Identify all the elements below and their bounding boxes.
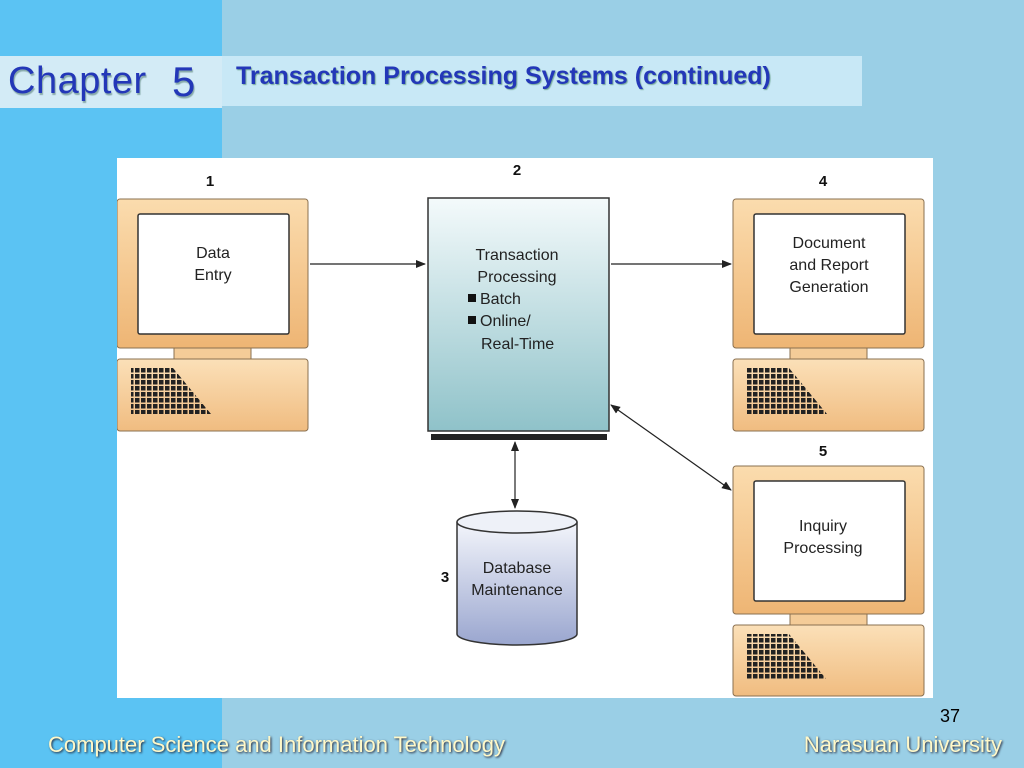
node-2-bullet-1: Batch — [480, 291, 521, 308]
process-box — [427, 197, 610, 432]
bullet-icon — [468, 316, 476, 324]
tps-diagram: 1 Data Entry 2 Transaction Processing Ba… — [116, 162, 925, 697]
node-3-line-1: Database — [483, 560, 552, 577]
monitor-screen — [137, 213, 290, 335]
computer-5: 5 Inquiry Processing — [732, 443, 925, 697]
database-top — [456, 510, 578, 534]
footer-department: Computer Science and Information Technol… — [48, 732, 505, 757]
slide-title: Transaction Processing Systems (continue… — [236, 62, 771, 90]
node-2-bullet-3: Real-Time — [481, 336, 554, 353]
monitor-stand — [173, 347, 252, 360]
footer-university: Narasuan University — [803, 732, 1002, 757]
node-3-number: 3 — [441, 569, 449, 586]
monitor-screen — [753, 480, 906, 602]
keyboard-keys-icon — [131, 368, 211, 414]
bullet-icon — [468, 294, 476, 302]
node-5-line-2: Processing — [783, 540, 862, 557]
page-number: 37 — [940, 706, 961, 726]
monitor-stand — [789, 613, 868, 626]
database-cylinder — [456, 522, 578, 646]
transaction-processing-node: 2 Transaction Processing Batch Online/ R… — [427, 162, 610, 440]
computer-1: 1 Data Entry — [116, 173, 309, 432]
monitor-screen — [753, 213, 906, 335]
keyboard-keys-icon — [747, 634, 827, 680]
node-2-number: 2 — [513, 162, 521, 179]
title-box — [222, 56, 862, 106]
node-2-line-1: Transaction — [476, 247, 559, 264]
keyboard-keys-icon — [747, 368, 827, 414]
node-1-line-2: Entry — [194, 267, 231, 284]
node-2-bullet-2: Online/ — [480, 313, 531, 330]
monitor-stand — [789, 347, 868, 360]
node-5-line-1: Inquiry — [799, 518, 847, 535]
node-4-line-1: Document — [793, 235, 866, 252]
database-maintenance-node: 3 Database Maintenance — [441, 510, 578, 646]
node-4-number: 4 — [819, 173, 828, 190]
node-1-number: 1 — [206, 173, 214, 190]
node-2-line-2: Processing — [477, 269, 556, 286]
chapter-label: Chapter — [8, 60, 147, 102]
node-4-line-2: and Report — [789, 257, 869, 274]
node-4-line-3: Generation — [789, 279, 868, 296]
diagram-panel: 1 Data Entry 2 Transaction Processing Ba… — [116, 158, 933, 698]
process-shadow — [431, 434, 607, 440]
node-1-line-1: Data — [196, 245, 230, 262]
node-5-number: 5 — [819, 443, 827, 460]
chapter-number: 5 — [172, 58, 196, 105]
chapter-box — [0, 56, 222, 108]
arrow-2-to-5 — [610, 404, 732, 491]
node-3-line-2: Maintenance — [471, 582, 563, 599]
computer-4: 4 Document and Report Generation — [732, 173, 925, 432]
